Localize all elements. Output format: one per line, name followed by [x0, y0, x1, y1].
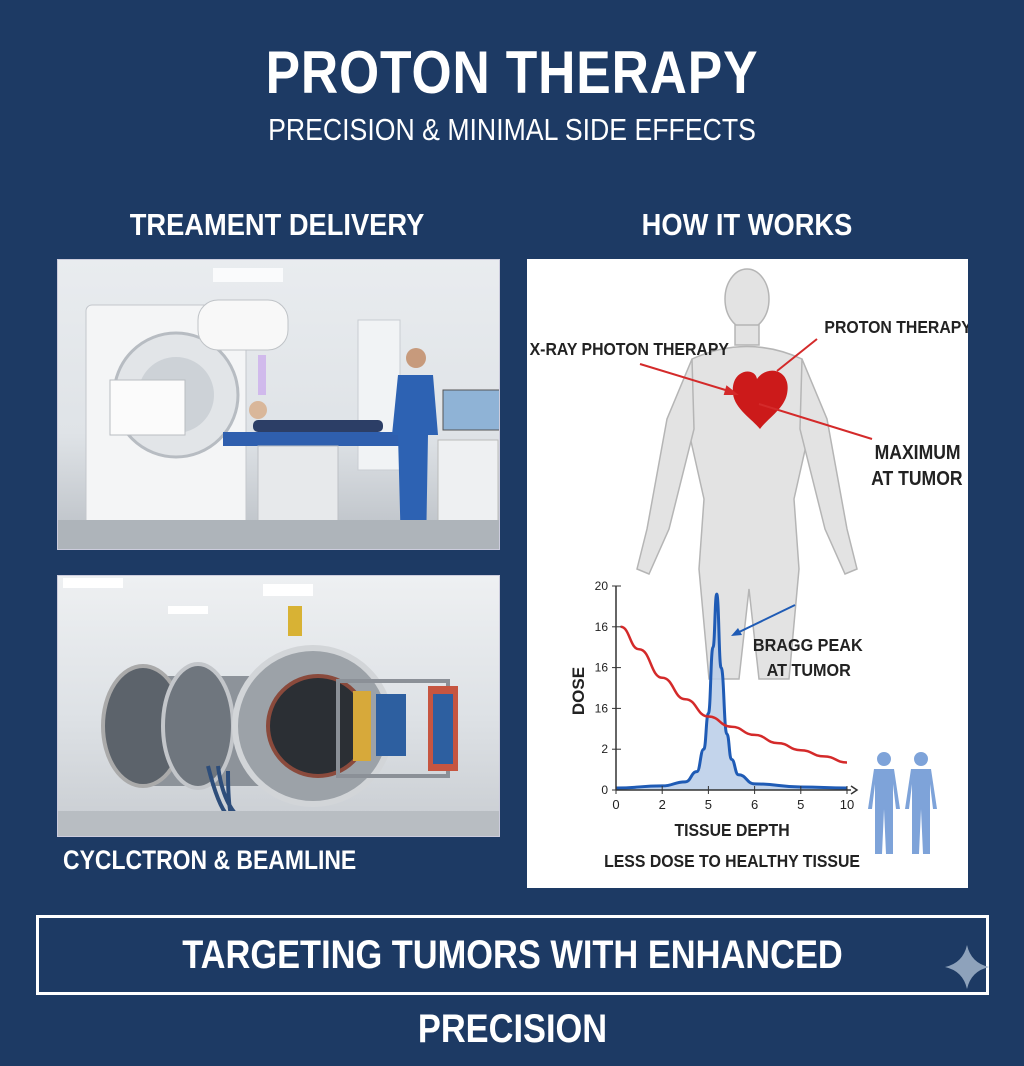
- maximum-label-2: AT TUMOR: [871, 467, 963, 489]
- cyclotron-caption: CYCLCTRON & BEAMLINE: [63, 845, 357, 875]
- treatment-delivery-heading: TREAMENT DELIVERY: [129, 207, 425, 242]
- xray-label: X-RAY PHOTON THERAPY: [530, 339, 730, 359]
- bragg-label-2: AT TUMOR: [767, 660, 851, 680]
- sparkle-icon: [945, 945, 989, 989]
- x-tick-label: 5: [797, 797, 804, 812]
- dose-depth-chart: 0 2 5 6 5 10 0 2 16 16 16 20 BRAGG PEAK AT TUMOR DO…: [569, 579, 937, 871]
- y-tick-label: 16: [595, 661, 609, 675]
- x-axis-arrow-icon: [850, 785, 859, 795]
- page-title: PROTON THERAPY: [265, 39, 759, 106]
- x-tick-label: 5: [705, 797, 712, 812]
- bragg-arrow: [734, 604, 796, 635]
- y-tick-label: 20: [595, 579, 609, 593]
- cyclotron-photo: [57, 575, 500, 837]
- cyclotron-illustration: [58, 578, 499, 836]
- how-it-works-heading: HOW IT WORKS: [641, 207, 853, 242]
- y-tick-label: 16: [595, 701, 609, 715]
- heart-tumor-icon: [732, 370, 788, 429]
- bragg-arrowhead-icon: [731, 628, 742, 636]
- proton-series-line: [615, 592, 848, 790]
- y-tick-label: 2: [601, 742, 608, 756]
- treatment-room-illustration: [58, 268, 499, 549]
- treatment-room-photo: [57, 259, 500, 550]
- y-tick-label: 0: [601, 783, 608, 797]
- x-tick-label: 10: [840, 797, 854, 812]
- how-it-works-panel: X-RAY PHOTON THERAPY PROTON THERAPY MAXI…: [527, 259, 968, 888]
- footer-banner: TARGETING TUMORS WITH ENHANCED PRECISION: [36, 915, 989, 1051]
- x-tick-label: 2: [659, 797, 666, 812]
- bragg-label-1: BRAGG PEAK: [753, 635, 863, 655]
- healthy-people-icon: [868, 752, 937, 854]
- page-subtitle: PRECISION & MINIMAL SIDE EFFECTS: [268, 112, 756, 147]
- body-diagram: X-RAY PHOTON THERAPY PROTON THERAPY MAXI…: [530, 268, 968, 871]
- maximum-label-1: MAXIMUM: [875, 441, 961, 463]
- x-axis-label: TISSUE DEPTH: [674, 820, 789, 840]
- chart-caption: LESS DOSE TO HEALTHY TISSUE: [604, 851, 860, 871]
- y-axis-label: DOSE: [569, 667, 588, 715]
- label-arrows: [639, 338, 873, 440]
- x-tick-label: 6: [751, 797, 758, 812]
- x-tick-label: 0: [612, 797, 619, 812]
- banner-text: TARGETING TUMORS WITH ENHANCED PRECISION: [182, 933, 843, 1051]
- y-tick-label: 16: [595, 620, 609, 634]
- photon-series-line: [620, 625, 848, 764]
- proton-label: PROTON THERAPY: [824, 317, 968, 337]
